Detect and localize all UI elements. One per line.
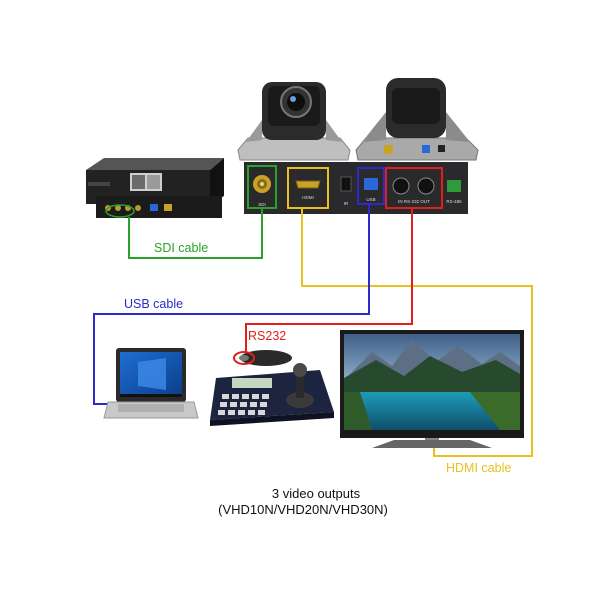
port-label-rs232: IN RS-232 OUT (398, 199, 430, 204)
ptz-keyboard-controller-icon (210, 350, 334, 426)
caption-line-1: 3 video outputs (272, 486, 361, 501)
usb-port-highlight (357, 167, 385, 205)
video-switcher-icon (86, 158, 224, 218)
rs232-port-highlight (385, 167, 443, 209)
hdmi-port-highlight (287, 167, 329, 209)
usb-cable-label: USB cable (124, 297, 183, 311)
port-label-sdi: SDI (258, 202, 266, 207)
sdi-cable-line (128, 208, 263, 259)
switcher-sdi-port-highlight (105, 204, 135, 218)
port-label-rs485: RS-485 (446, 199, 462, 204)
television-icon (340, 330, 524, 448)
port-label-ir: IR (344, 201, 349, 206)
ptz-camera-front-icon (237, 82, 351, 161)
camera-rear-panel: SDI HDMI IR USB IN RS-232 OUT RS-485 (244, 162, 468, 214)
port-label-usb: USB (366, 197, 375, 202)
laptop-icon (103, 348, 199, 419)
hdmi-cable-line (301, 208, 533, 457)
sdi-cable-label: SDI cable (154, 241, 208, 255)
port-label-hdmi: HDMI (302, 195, 314, 200)
rs232-label: RS232 (248, 329, 286, 343)
ptz-camera-back-icon (355, 78, 479, 161)
controller-rs232-port-highlight (233, 351, 255, 365)
usb-cable-line (93, 204, 370, 405)
caption-line-2: (VHD10N/VHD20N/VHD30N) (218, 502, 388, 517)
hdmi-cable-label: HDMI cable (446, 461, 511, 475)
rs232-cable-line (245, 208, 413, 352)
